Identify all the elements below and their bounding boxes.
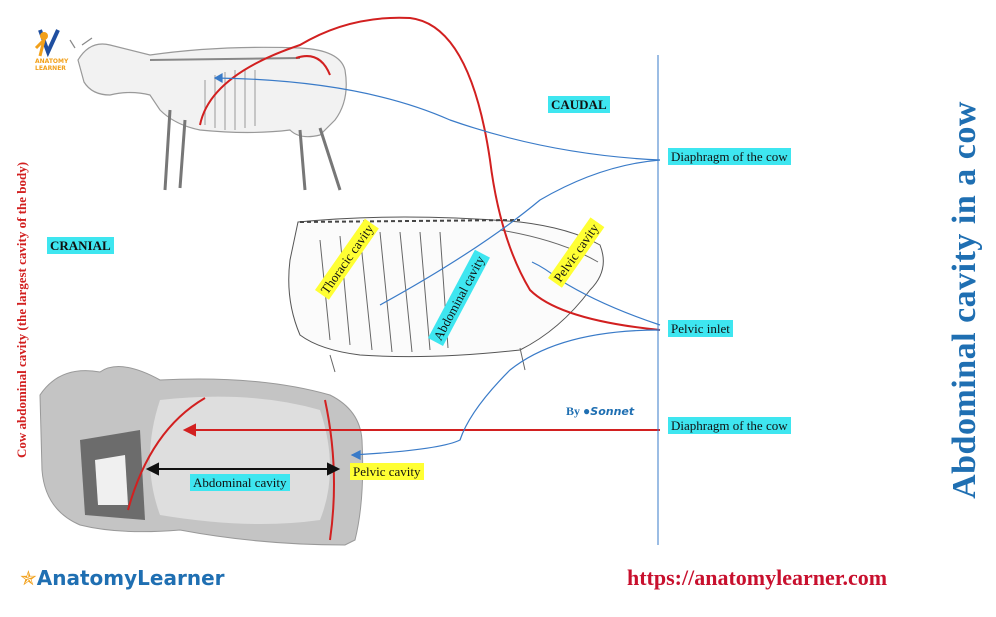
abdominal-span-arrow xyxy=(145,462,341,476)
cow-skeleton-illustration xyxy=(69,37,347,191)
bottom-abdominal-cavity-label: Abdominal cavity xyxy=(190,474,290,491)
logo-part1: Anatomy xyxy=(36,566,138,590)
callout-pelvic-inlet: Pelvic inlet xyxy=(668,320,733,337)
abdominal-3d-model xyxy=(39,366,364,546)
byline: By ●Sonnet xyxy=(566,404,634,419)
page-title: Abdominal cavity in a cow xyxy=(946,101,983,499)
bottom-pelvic-cavity-label: Pelvic cavity xyxy=(350,463,424,480)
cow-thorax-sketch xyxy=(288,216,604,373)
small-logo-line1: ANATOMY xyxy=(35,58,69,65)
sonnet-icon: ● xyxy=(583,404,591,418)
logo-figure-icon: ✯ xyxy=(20,566,37,590)
site-url[interactable]: https://anatomylearner.com xyxy=(627,565,888,590)
cranial-label: CRANIAL xyxy=(47,237,114,254)
caudal-label: CAUDAL xyxy=(548,96,610,113)
small-logo-text: ANATOMY LEARNER xyxy=(35,58,68,72)
callout-diaphragm-bottom: Diaphragm of the cow xyxy=(668,417,791,434)
small-logo-line2: LEARNER xyxy=(35,65,66,72)
small-logo-icon xyxy=(34,29,60,58)
callout-diaphragm-top: Diaphragm of the cow xyxy=(668,148,791,165)
byline-prefix: By xyxy=(566,404,581,418)
anatomy-learner-logo: ✯AnatomyLearner xyxy=(20,566,225,590)
logo-part2: Learner xyxy=(137,566,225,590)
side-title: Cow abdominal cavity (the largest cavity… xyxy=(14,161,29,459)
byline-name: Sonnet xyxy=(590,405,635,418)
